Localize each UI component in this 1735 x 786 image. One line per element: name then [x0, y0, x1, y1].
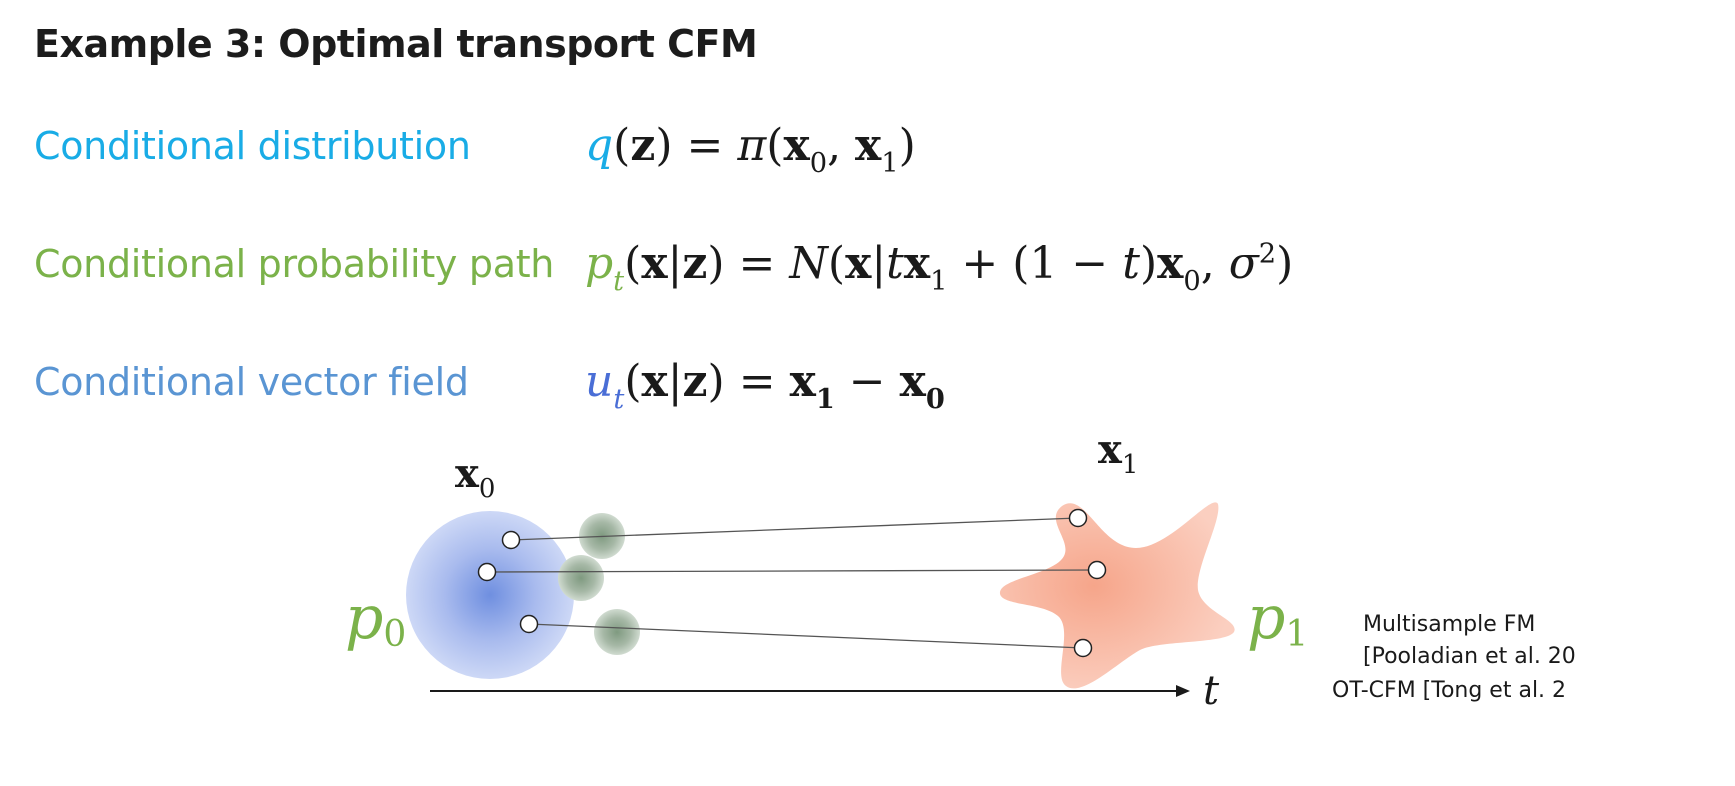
intermediate-sample-2: [558, 555, 604, 601]
time-axis-arrowhead: [1176, 685, 1190, 697]
source-point-2: [477, 562, 497, 582]
slide-title: Example 3: Optimal transport CFM: [34, 22, 758, 66]
target-point-1: [1068, 508, 1088, 528]
eq-q-argument: (z): [613, 120, 673, 171]
equation-conditional-distribution: q(z) = π(x0, x1): [585, 120, 916, 179]
p0-label: p0: [345, 583, 406, 655]
label-conditional-distribution: Conditional distribution: [34, 124, 471, 168]
eq-u-rhs: = x1 − x0: [738, 356, 945, 415]
source-point-1: [501, 530, 521, 550]
reference-line-2: [Pooladian et al. 20: [1363, 644, 1576, 669]
eq-p-function: pt: [585, 238, 625, 297]
eq-p-argument: (x|z): [624, 238, 725, 289]
eq-q-rhs: = π(x0, x1): [686, 120, 916, 179]
label-conditional-vector-field: Conditional vector field: [34, 360, 469, 404]
eq-u-argument: (x|z): [624, 356, 725, 407]
equation-conditional-vector-field: ut(x|z) = x1 − x0: [585, 356, 945, 415]
source-point-3: [519, 614, 539, 634]
target-point-2: [1087, 560, 1107, 580]
p1-label: p1: [1247, 583, 1308, 655]
time-axis-label: t: [1203, 668, 1220, 714]
reference-line-3: OT-CFM [Tong et al. 2: [1332, 678, 1567, 703]
target-point-3: [1073, 638, 1093, 658]
eq-p-rhs: = N(x|tx1 + (1 − t)x0, σ2): [738, 238, 1294, 297]
eq-u-function: ut: [585, 356, 625, 415]
target-distribution-star: [999, 502, 1235, 689]
transport-line-2: [486, 569, 1098, 573]
target-sample-label: x1: [1098, 426, 1138, 480]
eq-q-function: q: [585, 120, 614, 171]
reference-line-1: Multisample FM: [1363, 612, 1536, 637]
equation-conditional-probability-path: pt(x|z) = N(x|tx1 + (1 − t)x0, σ2): [585, 238, 1294, 297]
intermediate-sample-3: [594, 609, 640, 655]
transport-line-1: [510, 517, 1079, 541]
source-sample-label: x0: [455, 450, 495, 504]
label-conditional-probability-path: Conditional probability path: [34, 242, 555, 286]
transport-line-3: [528, 623, 1084, 649]
source-distribution-blob: [406, 511, 574, 679]
